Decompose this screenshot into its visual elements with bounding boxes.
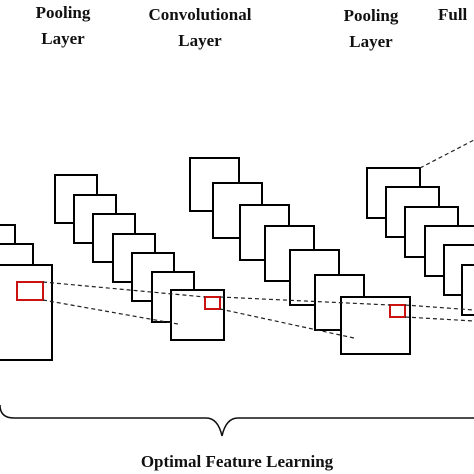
pool2-label: Pooling Layer <box>336 3 406 55</box>
pool1-label-line2: Layer <box>41 29 85 48</box>
pool2-stack <box>366 167 474 316</box>
input-stack <box>0 224 53 361</box>
pool1-stack <box>54 174 225 341</box>
pool2-label-line2: Layer <box>349 32 393 51</box>
fc-label-partial: Full <box>438 2 467 28</box>
fc-label-line1: Full <box>438 5 468 24</box>
conv-label-line2: Layer <box>178 31 222 50</box>
projection-line-input-top <box>42 281 206 298</box>
projection-lines <box>42 139 474 339</box>
conv-stack <box>189 157 411 355</box>
optimal-feature-learning-label: Optimal Feature Learning <box>140 452 334 471</box>
receptive-field-conv <box>389 304 406 318</box>
curly-brace <box>0 404 474 437</box>
input-frame-front <box>0 264 53 361</box>
projection-line-pool1-bottom <box>219 308 355 339</box>
pool1-label-line1: Pooling <box>35 3 91 22</box>
conv-label-line1: Convolutional <box>148 5 252 24</box>
receptive-field-pool1 <box>204 296 221 310</box>
pool1-label: Pooling Layer <box>28 0 98 52</box>
pool2-frame-6 <box>461 264 474 316</box>
projection-line-pool2-up <box>419 139 474 169</box>
pool1-frame-front <box>170 289 225 341</box>
conv-frame-front <box>340 296 411 355</box>
projection-line-pool1-top <box>219 296 391 306</box>
projection-line-input-bottom <box>42 299 179 325</box>
pool2-label-line1: Pooling <box>343 6 399 25</box>
projection-line-conv-top <box>404 304 474 311</box>
conv-label: Convolutional Layer <box>137 2 263 54</box>
projection-line-conv-bottom <box>404 316 474 322</box>
receptive-field-input <box>16 281 44 301</box>
